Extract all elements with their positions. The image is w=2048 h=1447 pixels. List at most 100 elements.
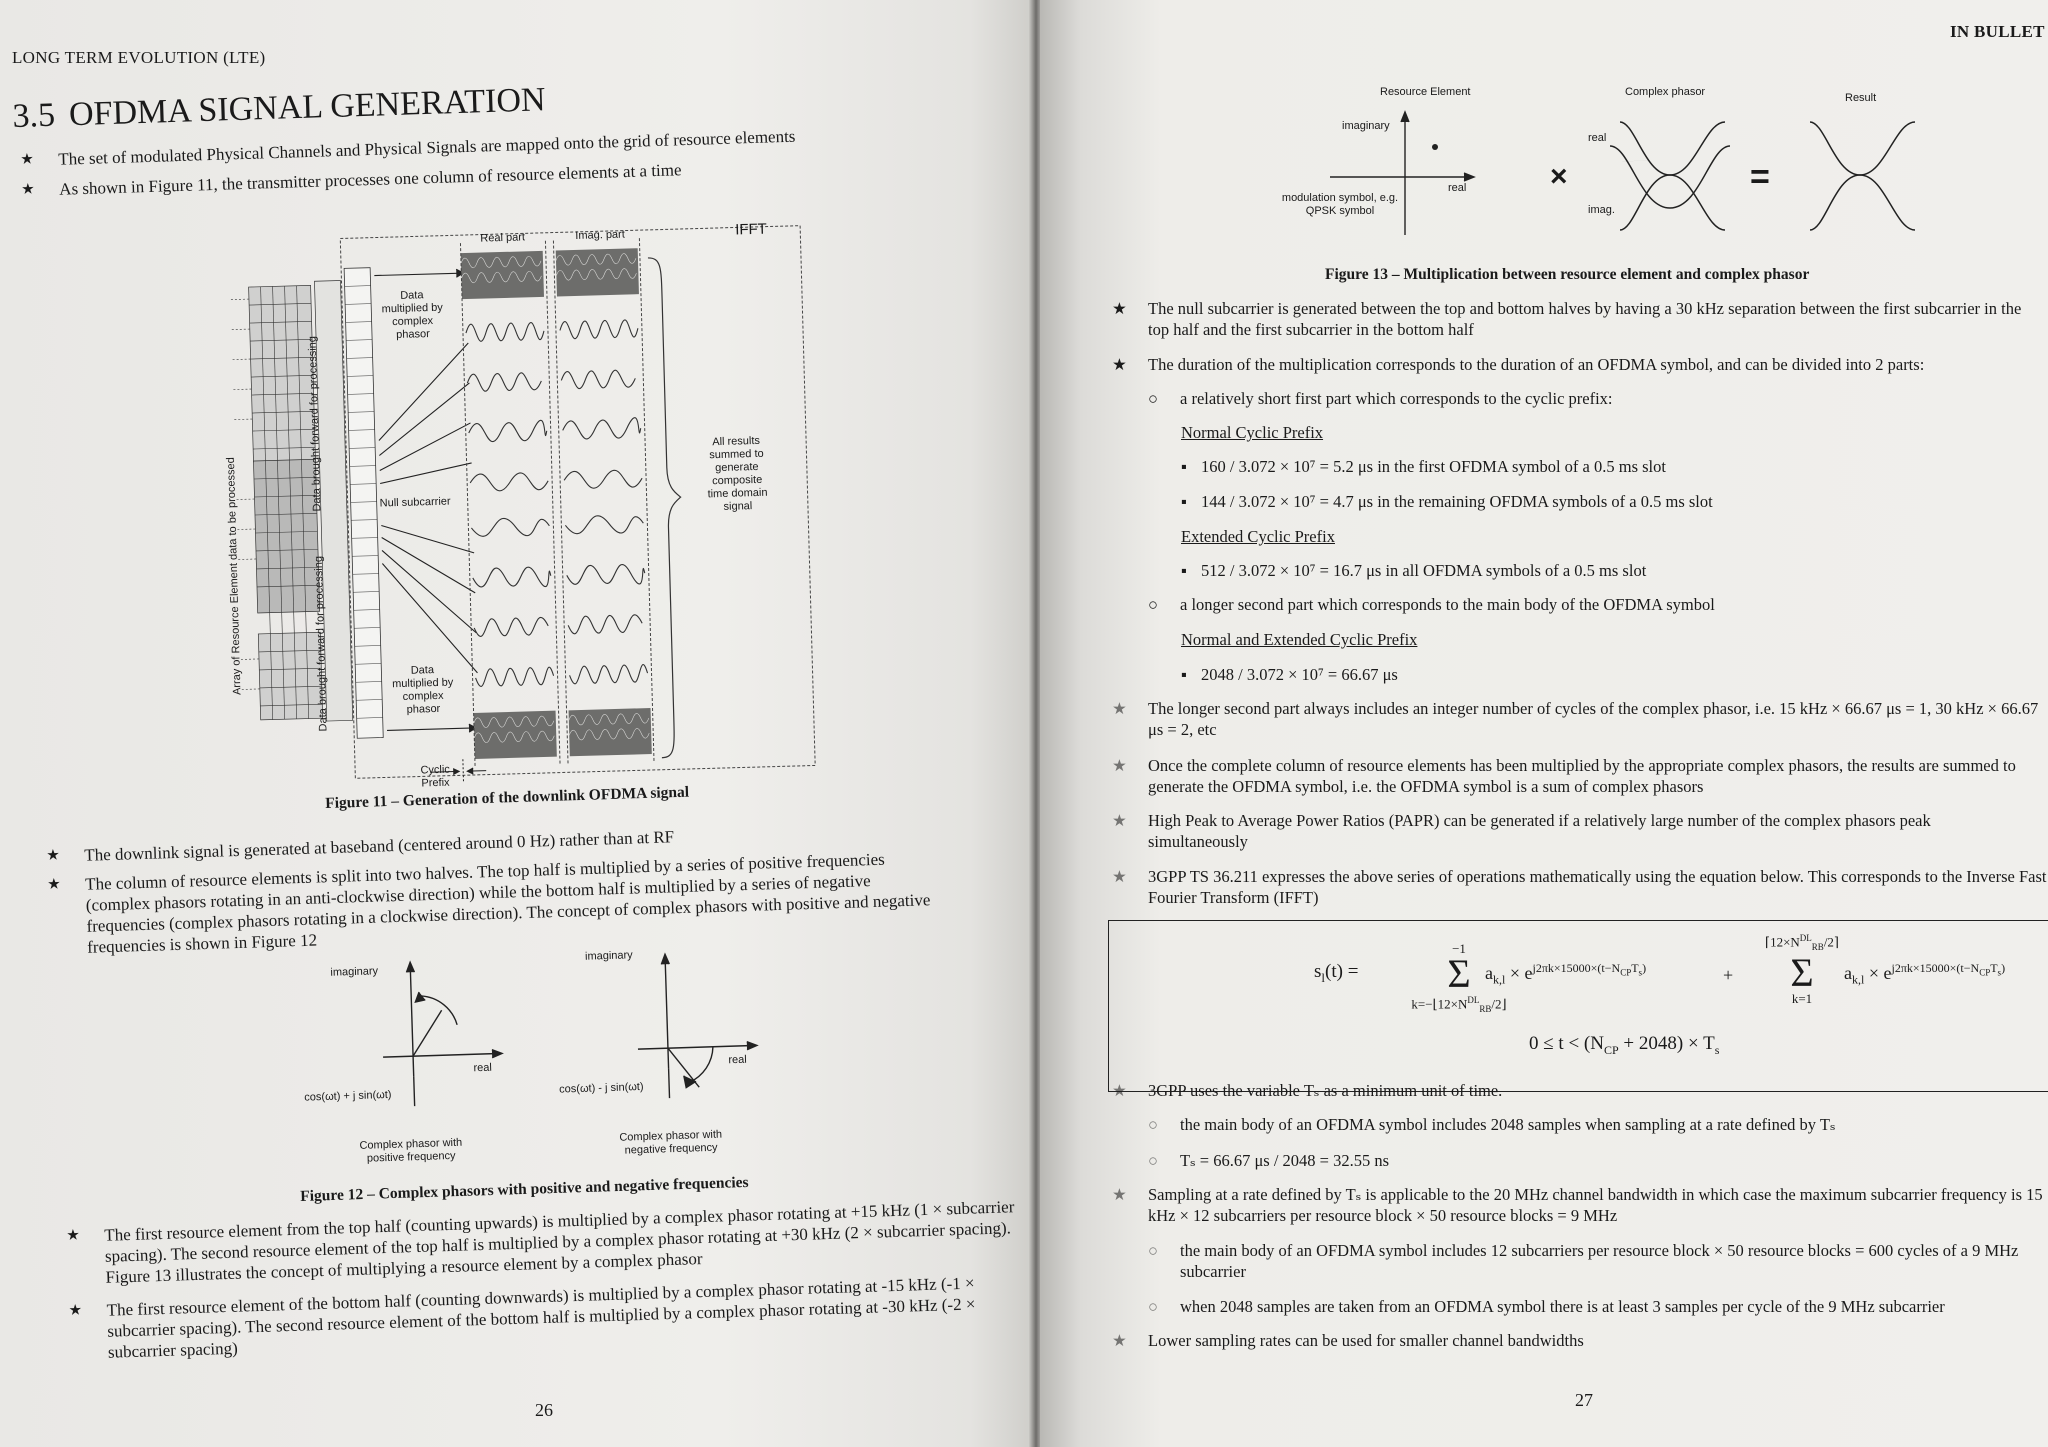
figure-11: Real part Imag. part IFFT Array of Resou…: [215, 213, 831, 800]
sum-two-term: ak,l × ej2πk×15000×(t−NCPTs): [1844, 961, 2006, 987]
fig13-result: Result: [1845, 92, 1877, 104]
label-null-subcarrier: Null subcarrier: [379, 495, 451, 510]
label-data-multiplied-bottom: Data multiplied by complex phasor: [392, 664, 454, 716]
square-bullet-icon: ▪: [1181, 492, 1187, 511]
list-item: ★The longer second part always includes …: [1112, 699, 2039, 739]
fig13-equals: =: [1750, 158, 1770, 196]
fig12-real-neg: real: [728, 1053, 747, 1067]
list-item: ○when 2048 samples are taken from an OFD…: [1148, 1297, 1945, 1316]
circle-bullet-icon: ○: [1148, 1297, 1158, 1316]
section-number: 3.5: [12, 96, 56, 135]
star-bullet-icon: ★: [1112, 867, 1127, 886]
section-title: OFDMA SIGNAL GENERATION: [68, 81, 547, 134]
intro-bullets: ★The set of modulated Physical Channels …: [20, 122, 901, 201]
star-bullet-icon: ★: [1112, 699, 1127, 718]
list-item: ○the main body of an OFDMA symbol includ…: [1148, 1115, 1836, 1134]
list-item: ○a relatively short first part which cor…: [1148, 389, 1613, 408]
star-bullet-icon: ★: [1112, 1331, 1127, 1350]
fig13-resource-element: Resource Element: [1380, 86, 1471, 98]
circle-bullet-icon: ○: [1148, 595, 1158, 614]
fig12-real-pos: real: [473, 1061, 493, 1075]
list-item: ○a longer second part which corresponds …: [1148, 595, 1715, 614]
star-bullet-icon: ★: [1112, 811, 1127, 830]
star-bullet-icon: ★: [21, 181, 35, 198]
square-bullet-icon: ▪: [1181, 561, 1187, 580]
circle-bullet-icon: ○: [1148, 1151, 1158, 1170]
left-page: LONG TERM EVOLUTION (LTE) 3.5 OFDMA SIGN…: [0, 0, 1032, 1447]
equation-plus: +: [1723, 965, 1734, 985]
fig13-real-axis: real: [1448, 182, 1467, 194]
figure-11-diagram: [230, 225, 816, 782]
page-number-right: 27: [1575, 1390, 1593, 1410]
list-item: ○Tₛ = 66.67 μs / 2048 = 32.55 ns: [1148, 1151, 1390, 1170]
star-bullet-icon: ★: [1112, 355, 1127, 374]
fig13-mod-symbol: modulation symbol, e.g. QPSK symbol: [1281, 192, 1399, 217]
label-imag-part: Imag. part: [575, 228, 625, 242]
list-item: ▪2048 / 3.072 × 10⁷ = 66.67 μs: [1181, 665, 1398, 684]
equation-range: 0 ≤ t < (NCP + 2048) × Ts: [1529, 1033, 1720, 1057]
list-item: ★The first resource element of the botto…: [68, 1273, 976, 1362]
page-number-left: 26: [535, 1400, 553, 1420]
list-item: ▪144 / 3.072 × 10⁷ = 4.7 μs in the remai…: [1181, 492, 1713, 511]
circle-bullet-icon: ○: [1148, 389, 1158, 408]
fig12-imaginary-pos: imaginary: [330, 965, 379, 979]
fig12-pos-formula: cos(ωt) + j sin(ωt): [304, 1088, 392, 1104]
sum-one-term: ak,l × ej2πk×15000×(t−NCPTs): [1485, 961, 1647, 987]
star-bullet-icon: ★: [1112, 1185, 1127, 1204]
list-item: ★High Peak to Average Power Ratios (PAPR…: [1112, 811, 1931, 851]
running-header-right: IN BULLET: [1950, 22, 2045, 41]
star-bullet-icon: ★: [46, 847, 61, 864]
figure-12: imaginary real imaginary real cos(ωt) + …: [290, 944, 817, 1180]
label-all-results: All results summed to generate composite…: [707, 434, 768, 513]
normal-cp-title: Normal Cyclic Prefix: [1181, 423, 1324, 442]
equation-lhs: sl(t) =: [1314, 961, 1359, 985]
fig13-real-wave: real: [1588, 132, 1607, 144]
list-item: ★3GPP TS 36.211 expresses the above seri…: [1112, 867, 2047, 907]
list-item: ○the main body of an OFDMA symbol includ…: [1148, 1241, 2019, 1281]
equation-box: sl(t) = −1 Σ k=−⌊12×NDLRB/2⌋ ak,l × ej2π…: [1108, 920, 2048, 1092]
fig13-imag-wave: imag.: [1588, 204, 1615, 216]
list-item: ★The null subcarrier is generated betwee…: [1112, 299, 2022, 339]
star-bullet-icon: ★: [46, 876, 61, 893]
fig12-imaginary-neg: imaginary: [584, 949, 633, 963]
star-bullet-icon: ★: [1112, 1081, 1127, 1100]
star-bullet-icon: ★: [20, 151, 35, 168]
fig13-imaginary: imaginary: [1342, 120, 1390, 132]
list-item: ★3GPP uses the variable Tₛ as a minimum …: [1112, 1081, 1503, 1100]
figure-13: Resource Element Complex phasor Result i…: [1270, 80, 1930, 250]
list-item: ★The duration of the multiplication corr…: [1112, 355, 1925, 374]
mid-bullets: ★The downlink signal is generated at bas…: [46, 818, 949, 959]
list-item: ▪512 / 3.072 × 10⁷ = 16.7 μs in all OFDM…: [1181, 561, 1647, 580]
fig12-neg-formula: cos(ωt) - j sin(ωt): [559, 1080, 644, 1096]
sum-two: ⌈12×NDLRB/2⌉ Σ k=1: [1765, 933, 1839, 1006]
circle-bullet-icon: ○: [1148, 1241, 1158, 1260]
extended-cp-title: Extended Cyclic Prefix: [1181, 527, 1335, 546]
fig12-neg-label: Complex phasor with negative frequency: [619, 1128, 723, 1157]
list-item: ★The column of resource elements is spli…: [46, 849, 931, 957]
label-cyclic-prefix: Cyclic Prefix: [420, 763, 450, 790]
fig13-complex-phasor: Complex phasor: [1625, 86, 1706, 98]
figure-12-diagram: [383, 952, 759, 1107]
figure-13-diagram: [1330, 110, 1916, 235]
list-item: ▪160 / 3.072 × 10⁷ = 5.2 μs in the first…: [1181, 457, 1666, 476]
list-item: ★Lower sampling rates can be used for sm…: [1112, 1331, 1584, 1350]
fig13-times: ×: [1550, 160, 1568, 193]
figure-12-caption: Figure 12 – Complex phasors with positiv…: [300, 1173, 749, 1205]
normal-extended-cp-title: Normal and Extended Cyclic Prefix: [1181, 630, 1418, 649]
label-ifft: IFFT: [734, 220, 768, 239]
square-bullet-icon: ▪: [1181, 665, 1187, 684]
star-bullet-icon: ★: [1112, 756, 1127, 775]
fig12-pos-label: Complex phasor with positive frequency: [359, 1136, 463, 1165]
right-page: IN BULLET Resource: [1040, 0, 2048, 1447]
label-data-multiplied-top: Data multiplied by complex phasor: [381, 289, 443, 341]
star-bullet-icon: ★: [66, 1227, 81, 1244]
label-real-part: Real part: [480, 231, 526, 245]
square-bullet-icon: ▪: [1181, 457, 1187, 476]
figure-13-caption: Figure 13 – Multiplication between resou…: [1325, 266, 1810, 283]
section-heading: 3.5 OFDMA SIGNAL GENERATION: [12, 81, 546, 136]
running-header-left: LONG TERM EVOLUTION (LTE): [12, 48, 266, 67]
list-item: ★Once the complete column of resource el…: [1112, 756, 2016, 796]
bottom-bullets: ★The first resource element from the top…: [66, 1196, 1020, 1364]
sum-one: −1 Σ k=−⌊12×NDLRB/2⌋: [1411, 941, 1507, 1014]
